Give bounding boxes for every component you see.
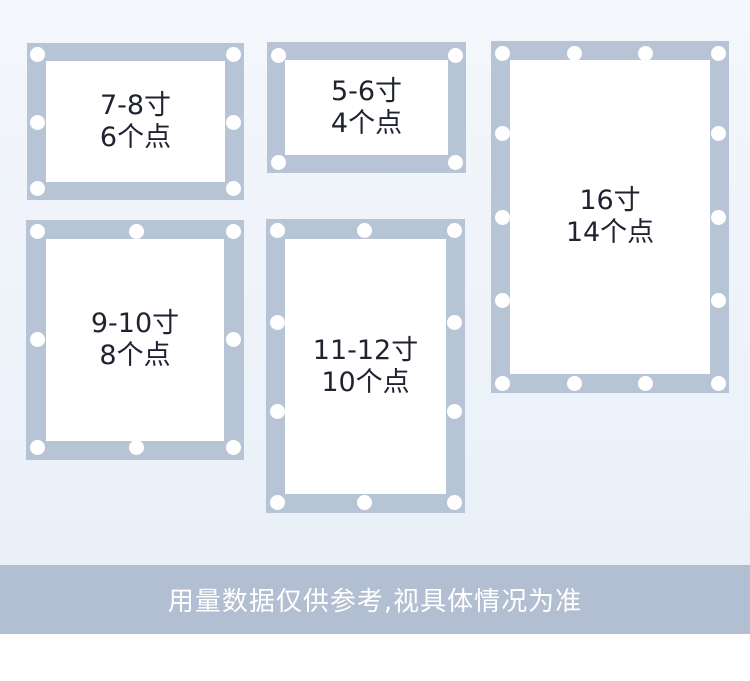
frame-9-10: 9-10寸 8个点 [26,220,244,460]
frame-16-dot [637,375,653,391]
frame-16-dots-label: 14个点 [565,217,655,248]
frame-9-10-dot [29,223,45,239]
frame-7-8-size-label: 7-8寸 [99,89,172,121]
frame-9-10-size-label: 9-10寸 [90,308,180,339]
frame-11-12-dot [446,314,462,330]
frame-7-8-dot [29,180,45,196]
frame-7-8-dot [225,46,241,62]
frame-5-6-dots-label: 4个点 [330,107,403,139]
frame-11-12-dot [446,494,462,510]
frame-9-10-dots-label: 8个点 [99,340,171,371]
frame-11-12-dot [356,494,372,510]
frame-11-12-dot [269,314,285,330]
frame-9-10-dot [225,439,241,455]
frame-9-10-panel: 9-10寸 8个点 [46,239,224,441]
frame-16-size-label: 16寸 [579,185,641,216]
frame-16-dot [494,375,510,391]
frame-9-10-dot [225,331,241,347]
frame-11-12-dot [269,403,285,419]
frame-11-12-panel: 11-12寸 10个点 [285,239,446,494]
frame-16-dot [710,125,726,141]
frame-11-12-dot [356,222,372,238]
frame-11-12-size-label: 11-12寸 [312,334,419,366]
frame-5-6-dot [447,154,463,170]
bottom-margin [0,634,750,681]
frame-5-6: 5-6寸 4个点 [267,42,466,173]
frame-16-dot [710,375,726,391]
frame-16-dot [710,45,726,61]
frame-5-6-panel: 5-6寸 4个点 [285,60,448,155]
frame-16-dot [494,45,510,61]
frame-16-dot [494,125,510,141]
frame-9-10-dot [29,439,45,455]
frame-16-dot [494,209,510,225]
frame-7-8-dot [29,114,45,130]
frame-7-8-dot [29,46,45,62]
frame-16-dot [566,45,582,61]
frame-11-12-dot [269,222,285,238]
footer-note: 用量数据仅供参考,视具体情况为准 [167,587,583,617]
frame-9-10-dot [128,223,144,239]
frame-7-8: 7-8寸 6个点 [27,43,244,200]
frame-7-8-panel: 7-8寸 6个点 [46,61,225,182]
frame-16-panel: 16寸 14个点 [510,60,710,374]
frame-11-12-dot [446,222,462,238]
frame-16: 16寸 14个点 [491,41,729,393]
frame-7-8-dots-label: 6个点 [99,121,172,153]
frame-5-6-dot [270,154,286,170]
frame-9-10-dot [128,439,144,455]
footer-banner: 用量数据仅供参考,视具体情况为准 [0,565,750,634]
frame-9-10-dot [29,331,45,347]
frame-16-dot [566,375,582,391]
frame-11-12-dot [269,494,285,510]
frame-7-8-dot [225,180,241,196]
frame-11-12-dots-label: 10个点 [321,366,410,398]
frame-9-10-dot [225,223,241,239]
frame-16-dot [494,292,510,308]
frame-11-12-dot [446,403,462,419]
frame-16-dot [637,45,653,61]
frame-16-dot [710,292,726,308]
frame-5-6-dot [447,47,463,63]
frame-5-6-size-label: 5-6寸 [330,75,403,107]
frame-5-6-dot [270,47,286,63]
frame-16-dot [710,209,726,225]
frame-11-12: 11-12寸 10个点 [266,219,465,513]
frame-7-8-dot [225,114,241,130]
